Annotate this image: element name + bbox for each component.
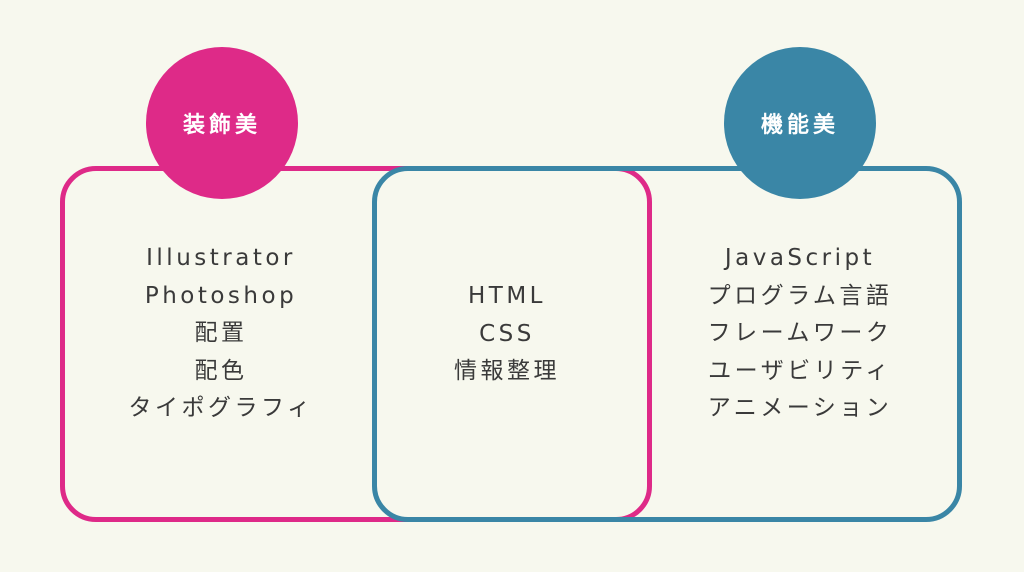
list-item: Photoshop — [144, 282, 298, 309]
functional-skill-list: JavaScript プログラム言語 フレームワーク ユーザビリティ アニメーシ… — [680, 240, 920, 428]
shared-skill-list: HTML CSS 情報整理 — [407, 278, 607, 391]
decorative-beauty-label: 装飾美 — [182, 113, 261, 138]
decorative-beauty-box — [60, 166, 652, 522]
list-item: Illustrator — [146, 245, 296, 271]
list-item: 情報整理 — [454, 358, 560, 384]
list-item: 配色 — [194, 357, 248, 384]
list-item: 配置 — [194, 320, 248, 346]
decorative-skill-list: Illustrator Photoshop 配置 配色 タイポグラフィ — [96, 240, 346, 428]
functional-beauty-label: 機能美 — [760, 113, 839, 138]
list-item: ユーザビリティ — [708, 357, 892, 384]
list-item: タイポグラフィ — [128, 395, 314, 421]
list-item: CSS — [479, 320, 535, 347]
list-item: アニメーション — [707, 395, 893, 421]
list-item: フレームワーク — [707, 320, 893, 346]
list-item: プログラム言語 — [707, 282, 893, 309]
list-item: HTML — [467, 283, 546, 309]
functional-beauty-circle: 機能美 — [724, 47, 876, 199]
functional-beauty-box — [372, 166, 962, 522]
decorative-beauty-circle: 装飾美 — [146, 47, 298, 199]
list-item: JavaScript — [724, 245, 876, 271]
